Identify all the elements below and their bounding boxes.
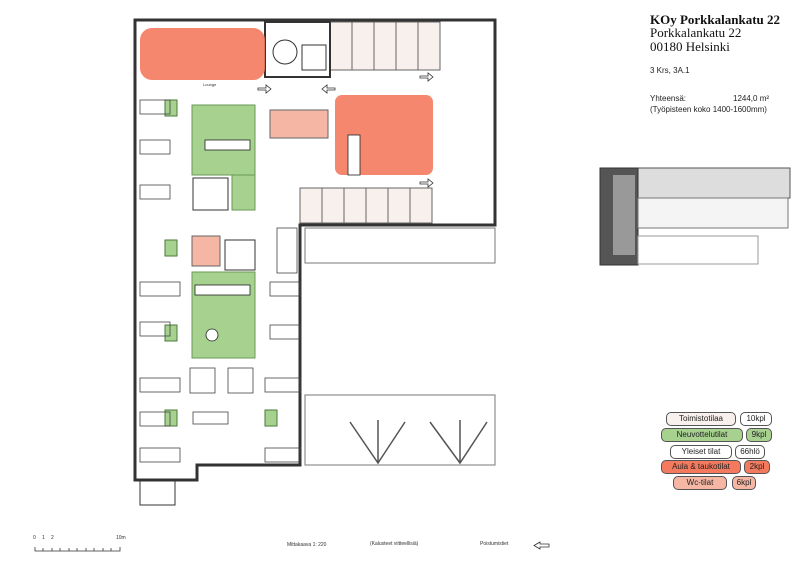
- floor-label: 3 Krs, 3A.1: [650, 66, 690, 75]
- legend-count-common: 66hlö: [735, 445, 765, 459]
- scale-tick-0: 0: [33, 535, 36, 541]
- phone-booth: [164, 99, 178, 117]
- tables: [194, 134, 361, 342]
- legend-label-lounge: Aula & taukotilat: [661, 460, 741, 474]
- lounge-label: Lounge: [203, 82, 217, 87]
- storage-rooms: [224, 239, 256, 271]
- total-label: Yhteensä:: [650, 94, 687, 103]
- outer-wall: [133, 18, 497, 482]
- legend-label-office: Toimistotilaa: [666, 412, 736, 426]
- street-address: Porkkalankatu 22: [650, 25, 742, 40]
- phone-booth: [164, 324, 178, 342]
- exit-arrows: [257, 72, 434, 188]
- legend-label-wc: Wc-tilat: [673, 476, 727, 490]
- legend-count-office: 10kpl: [740, 412, 772, 426]
- furniture-note: (Kalusteet viitteellisiä): [370, 541, 419, 547]
- legend-count-wc: 6kpl: [732, 476, 756, 490]
- legend-label-common: Yleiset tilat: [670, 445, 732, 459]
- exits-label: Poistumistiet: [480, 541, 509, 547]
- lounge-zone: [140, 28, 265, 80]
- city: 00180 Helsinki: [650, 39, 730, 54]
- office-cells-top: [329, 21, 441, 71]
- meeting-room-small: [231, 174, 256, 211]
- elevator: [301, 44, 327, 71]
- service-room: [192, 177, 229, 211]
- open-area-upper: [304, 227, 496, 264]
- office-cells-bottom: [299, 187, 433, 224]
- wc-block-2: [191, 235, 221, 267]
- scale-bar: [34, 547, 121, 552]
- workstations: [139, 99, 301, 463]
- stair-core: [264, 21, 331, 78]
- scale-tick-1: 1: [42, 535, 45, 541]
- legend-label-meeting: Neuvottelutilat: [661, 428, 743, 442]
- roof-v-marks: [349, 420, 488, 465]
- phone-booth: [164, 409, 178, 427]
- company-name: KOy Porkkalankatu 22: [650, 12, 781, 27]
- wc-block: [269, 109, 329, 139]
- legend-count-meeting: 9kpl: [746, 428, 772, 442]
- scale-tick-10m: 10m: [116, 535, 126, 541]
- spiral-stair: [272, 39, 298, 65]
- total-value: 1244,0 m²: [733, 94, 770, 103]
- open-area-lower: [304, 394, 496, 466]
- phone-booth: [164, 239, 178, 257]
- exit-arrow-icon: [533, 541, 550, 550]
- legend-count-lounge: 2kpl: [744, 460, 770, 474]
- key-plan-minimap: [599, 167, 791, 266]
- stair-bottom: [139, 479, 176, 506]
- scale-tick-2: 2: [51, 535, 54, 541]
- workstation-note: (Työpisteen koko 1400-1600mm): [650, 105, 767, 114]
- phone-booth: [264, 409, 278, 427]
- scale-text: Mittakaava 1: 220: [287, 542, 327, 548]
